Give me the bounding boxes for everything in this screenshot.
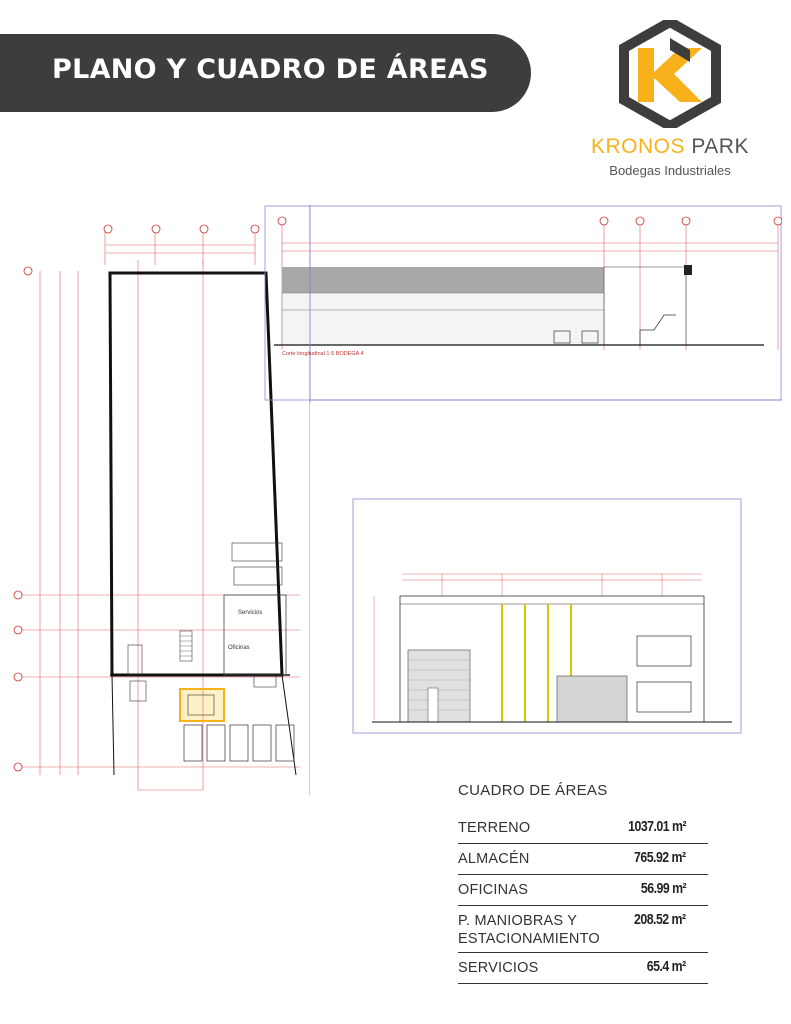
area-label: ALMACÉN [458, 851, 530, 867]
area-label: P. MANIOBRAS Y ESTACIONAMIENTO [458, 913, 600, 947]
area-row-maniobras: P. MANIOBRAS Y ESTACIONAMIENTO 208.52 m² [458, 906, 708, 953]
page-title: PLANO Y CUADRO DE ÁREAS [52, 54, 489, 85]
area-value: 208.52 m² [634, 912, 686, 928]
label-oficinas: Oficinas [228, 645, 250, 651]
area-label: OFICINAS [458, 882, 529, 898]
area-row-almacen: ALMACÉN 765.92 m² [458, 844, 708, 875]
area-row-terreno: TERRENO 1037.01 m² [458, 813, 708, 844]
section-drawing: Corte longitudinal 1-5 BODEGA 4 [264, 205, 782, 403]
floor-plan-drawing: Servicios Oficinas [13, 205, 310, 795]
brand-logo: KRONOS PARK Bodegas Industriales [580, 20, 760, 180]
area-value: 56.99 m² [640, 881, 687, 897]
area-table-title: CUADRO DE ÁREAS [458, 782, 608, 799]
label-servicios: Servicios [238, 610, 262, 616]
kronos-logo-icon [619, 20, 721, 128]
brand-tagline: Bodegas Industriales [609, 163, 731, 178]
area-label: SERVICIOS [458, 960, 539, 976]
title-banner: PLANO Y CUADRO DE ÁREAS [0, 34, 531, 112]
section-caption: Corte longitudinal 1-5 BODEGA 4 [282, 351, 364, 357]
area-value: 65.4 m² [646, 959, 686, 975]
elevation-drawing [352, 498, 742, 734]
area-value: 765.92 m² [634, 850, 686, 866]
area-row-servicios: SERVICIOS 65.4 m² [458, 953, 708, 984]
area-row-oficinas: OFICINAS 56.99 m² [458, 875, 708, 906]
area-value: 1037.01 m² [627, 819, 686, 835]
area-table: CUADRO DE ÁREAS TERRENO 1037.01 m² ALMAC… [458, 782, 708, 984]
area-label: TERRENO [458, 820, 531, 836]
brand-name: KRONOS PARK [591, 135, 749, 158]
